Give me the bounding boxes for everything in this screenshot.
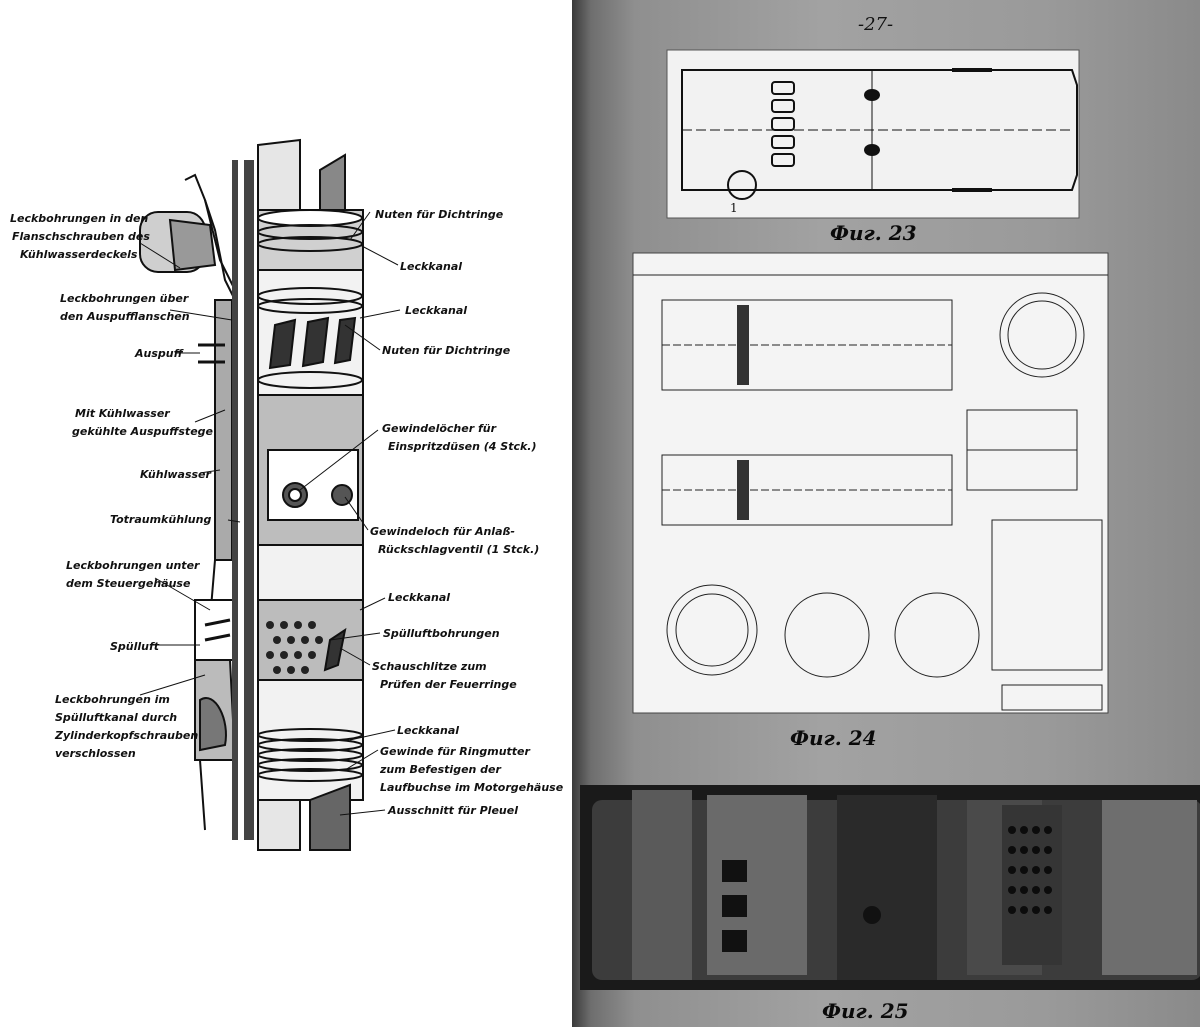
cutaway-drawing: Leckbohrungen in den Flanschschrauben de… [10, 138, 564, 851]
label-leak-holes-exhaust-1: Leckbohrungen über [60, 292, 189, 305]
label-ring-nut-thread-2: zum Befestigen der [379, 763, 502, 776]
label-start-valve-2: Rückschlagventil (1 Stck.) [378, 543, 539, 556]
label-scavenge-air: Spülluft [110, 640, 160, 653]
label-leak-holes-control-1: Leckbohrungen unter [66, 559, 200, 572]
label-inspection-slots-1: Schauschlitze zum [372, 660, 487, 673]
label-leak-channel-3: Leckkanal [388, 591, 450, 604]
fig25-photo [580, 785, 1200, 990]
label-leak-holes-scavenge-1: Leckbohrungen im [55, 693, 170, 706]
fig24-drawing [632, 252, 1109, 714]
label-seal-grooves-1: Nuten für Dichtringe [375, 208, 504, 221]
label-injector-holes-1: Gewindelöcher für [382, 422, 497, 435]
liner-body [257, 138, 364, 851]
label-ring-nut-thread-1: Gewinde für Ringmutter [380, 745, 531, 758]
label-water-cooled-2: gekühlte Auspuffstege [72, 425, 214, 438]
label-leak-channel-2: Leckkanal [405, 304, 467, 317]
right-labels: Nuten für Dichtringe Leckkanal Leckkanal… [370, 208, 564, 817]
album-page-photo: -27- 1 Фиг. 23 [572, 0, 1200, 1027]
fig23-caption: Фиг. 23 [830, 221, 917, 245]
label-leak-holes-scavenge-2: Spülluftkanal durch [55, 711, 177, 724]
label-leak-channel-1: Leckkanal [400, 260, 462, 273]
label-dead-space-cooling: Totraumkühlung [110, 513, 211, 526]
label-cooling-water: Kühlwasser [140, 468, 211, 481]
page-number: -27- [858, 14, 893, 35]
label-leak-holes-flange-2: Flanschschrauben des [12, 230, 150, 243]
label-leak-holes-flange-1: Leckbohrungen in den [10, 212, 148, 225]
label-leak-holes-scavenge-3: Zylinderkopfschrauben [54, 729, 198, 742]
label-scavenge-holes: Spülluftbohrungen [383, 627, 500, 640]
label-conrod-cutout: Ausschnitt für Pleuel [387, 804, 518, 817]
leader-lines [139, 211, 401, 816]
left-labels: Leckbohrungen in den Flanschschrauben de… [10, 212, 214, 760]
label-water-cooled-1: Mit Kühlwasser [75, 407, 170, 420]
label-inspection-slots-2: Prüfen der Feuerringe [380, 678, 517, 691]
label-injector-holes-2: Einspritzdüsen (4 Stck.) [388, 440, 537, 453]
fig25-caption: Фиг. 25 [822, 999, 909, 1023]
label-start-valve-1: Gewindeloch für Anlaß- [370, 525, 515, 538]
label-leak-holes-exhaust-2: den Auspufflanschen [60, 310, 190, 323]
fig23-drawing: 1 [666, 49, 1080, 219]
label-exhaust: Auspuff [134, 347, 185, 360]
fig24-caption: Фиг. 24 [790, 726, 877, 750]
label-ring-nut-thread-3: Laufbuchse im Motorgehäuse [380, 781, 564, 794]
label-seal-grooves-2: Nuten für Dichtringe [382, 344, 511, 357]
label-leak-holes-control-2: dem Steuergehäuse [66, 577, 191, 590]
label-leak-holes-scavenge-4: verschlossen [55, 747, 136, 760]
cylinder-liner-cutaway-diagram: Leckbohrungen in den Flanschschrauben de… [0, 0, 572, 1027]
fig23-callout: 1 [730, 201, 738, 215]
liner-wall [232, 160, 254, 840]
label-leak-holes-flange-3: Kühlwasserdeckels [20, 248, 138, 261]
album-page-drawing: -27- 1 Фиг. 23 [580, 14, 1200, 1023]
label-leak-channel-4: Leckkanal [397, 724, 459, 737]
